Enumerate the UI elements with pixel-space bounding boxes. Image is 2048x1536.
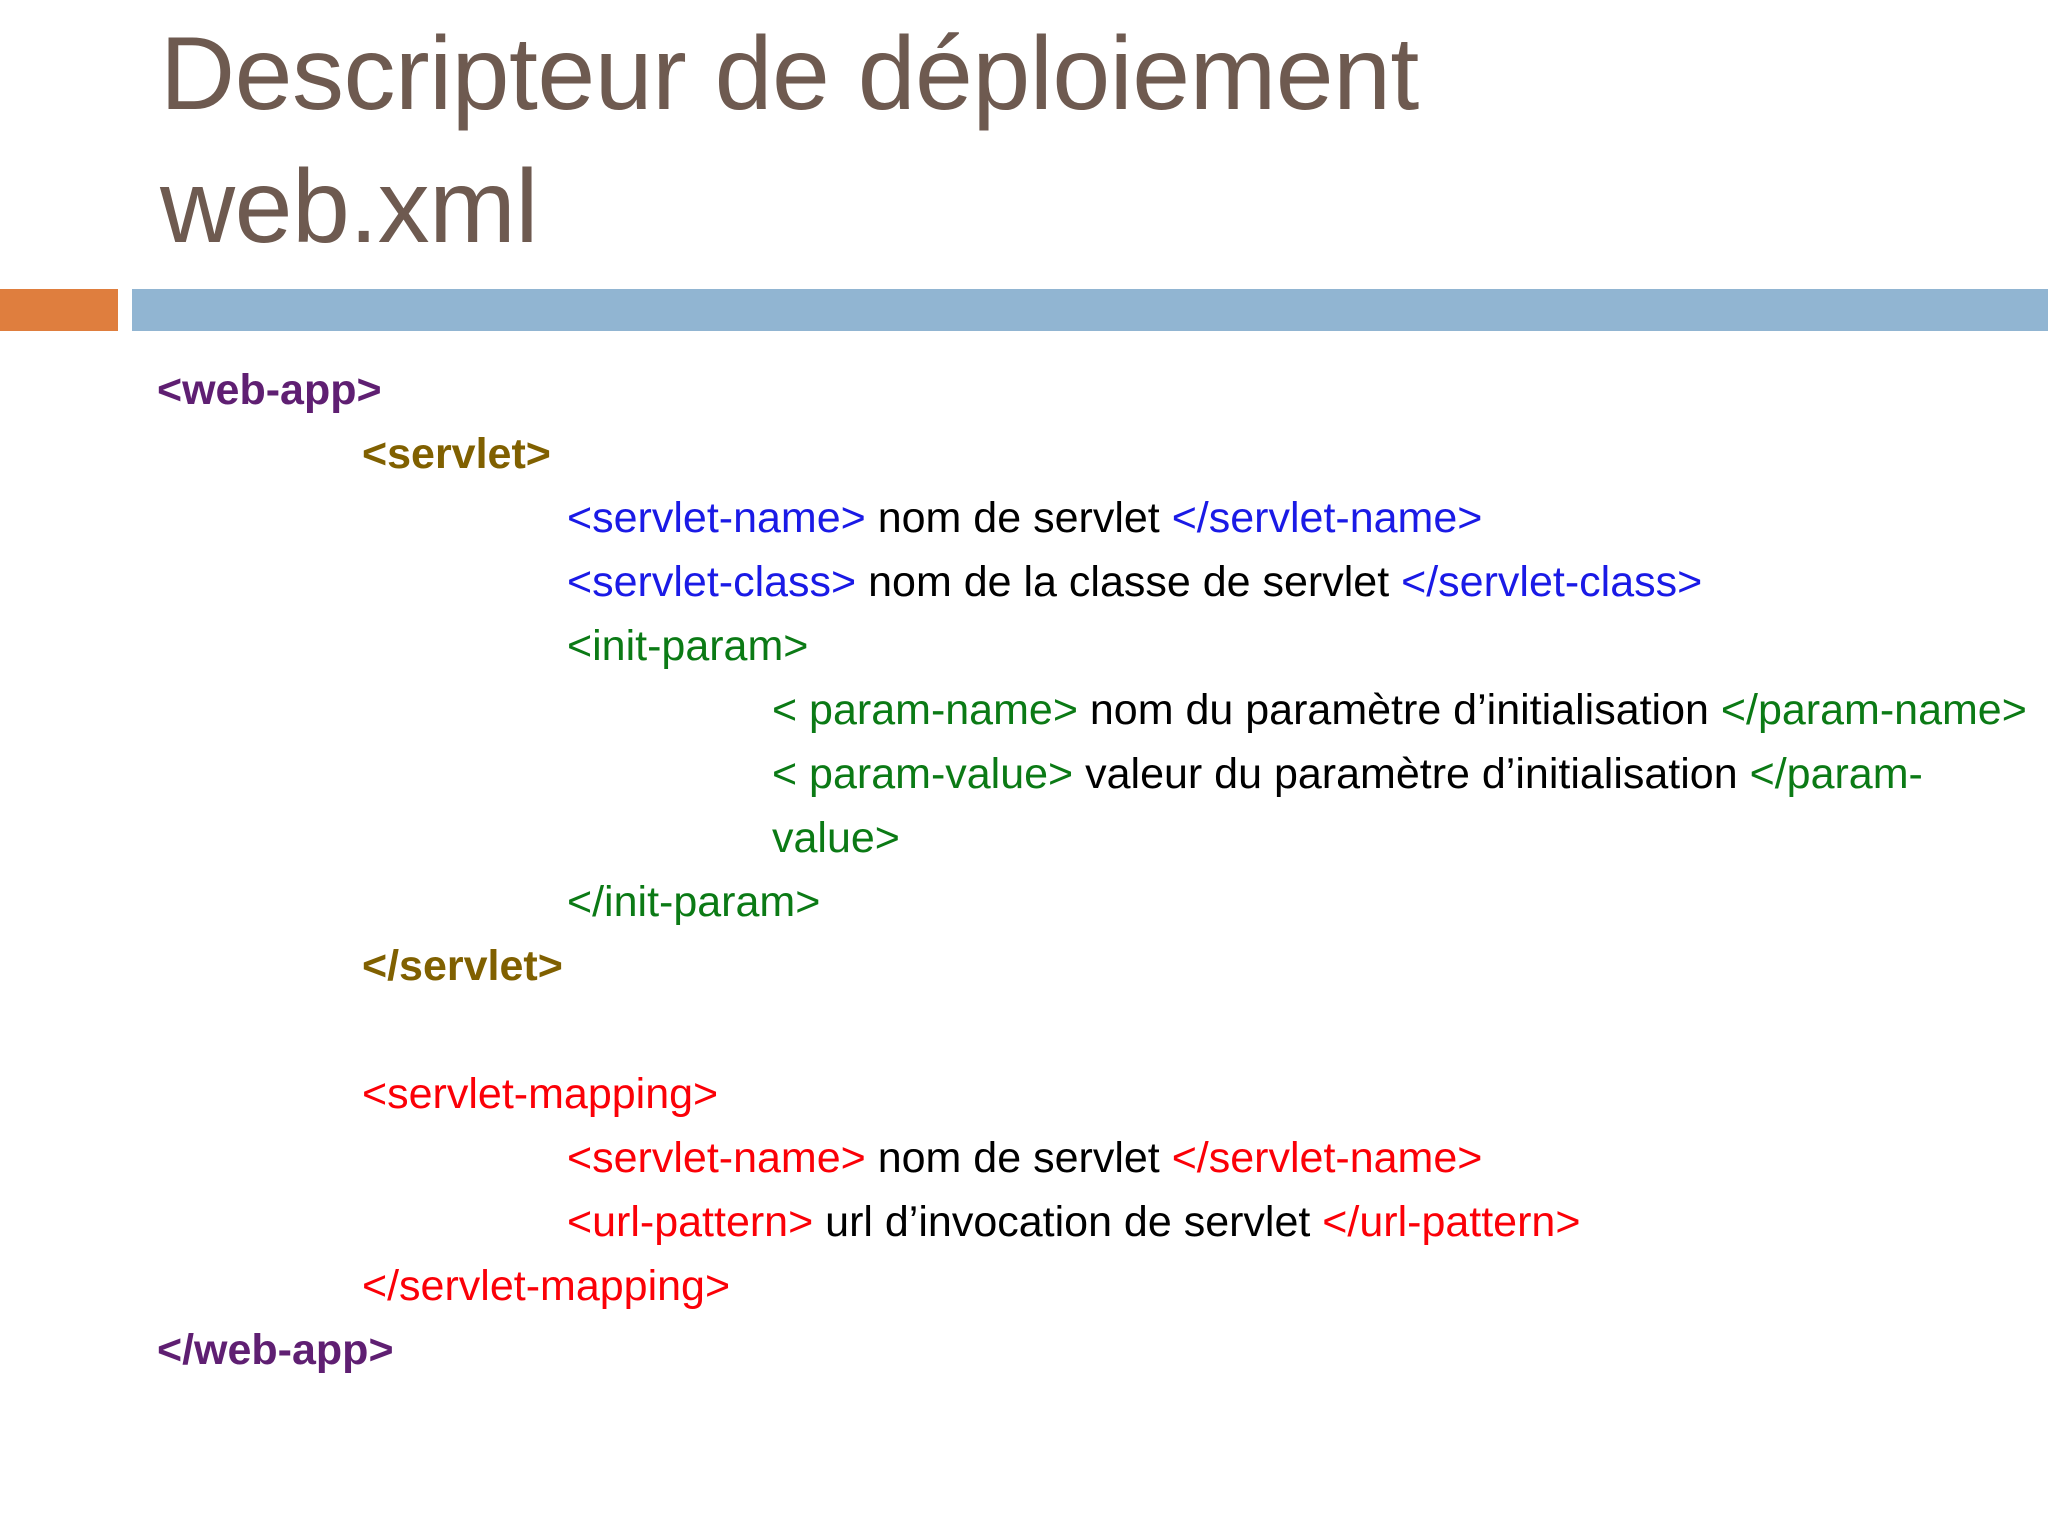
title-divider-band — [0, 289, 2048, 331]
accent-bar — [0, 289, 118, 331]
code-token-plain: nom de servlet — [865, 1134, 1172, 1182]
code-token-green: <init-param> — [567, 622, 809, 670]
code-token-red: </servlet-mapping> — [362, 1262, 731, 1310]
code-listing: <web-app> <servlet> <servlet-name> nom de … — [0, 358, 2048, 1382]
code-token-green: </param-name> — [1720, 686, 2027, 734]
code-line: <servlet-mapping> — [0, 1062, 2048, 1126]
code-token-plain: nom de la classe de servlet — [856, 558, 1402, 606]
code-line: </servlet-mapping> — [0, 1254, 2048, 1318]
code-token-green: </param-value> — [772, 750, 1923, 862]
code-token-red: <url-pattern> — [567, 1198, 814, 1246]
code-line: < param-value> valeur du paramètre d’ini… — [0, 742, 2048, 870]
code-token-servlet: <servlet> — [362, 430, 551, 478]
code-spacer — [0, 998, 2048, 1062]
code-token-webapp: <web-app> — [157, 366, 382, 414]
code-token-webapp: </web-app> — [157, 1326, 394, 1374]
page-title: Descripteur de déploiement web.xml — [160, 16, 1419, 266]
code-token-green: < param-value> — [772, 750, 1074, 798]
code-token-green: </init-param> — [567, 878, 821, 926]
code-token-plain: nom de servlet — [865, 494, 1172, 542]
code-line: </servlet> — [0, 934, 2048, 998]
code-token-blue: </servlet-name> — [1171, 494, 1483, 542]
code-line: <servlet> — [0, 422, 2048, 486]
code-token-red: <servlet-mapping> — [362, 1070, 719, 1118]
code-line: <servlet-class> nom de la classe de serv… — [0, 550, 2048, 614]
code-line: <web-app> — [0, 358, 2048, 422]
code-line: <url-pattern> url d’invocation de servle… — [0, 1190, 2048, 1254]
code-token-blue: <servlet-name> — [567, 494, 866, 542]
code-token-plain: url d’invocation de servlet — [813, 1198, 1323, 1246]
code-token-plain: nom du paramètre d’initialisation — [1077, 686, 1721, 734]
title-block: Descripteur de déploiement web.xml — [160, 8, 1920, 274]
code-line: <servlet-name> nom de servlet </servlet-… — [0, 486, 2048, 550]
code-line: < param-name> nom du paramètre d’initial… — [0, 678, 2048, 742]
code-line: <init-param> — [0, 614, 2048, 678]
code-token-plain: valeur du paramètre d’initialisation — [1073, 750, 1750, 798]
code-token-red: <servlet-name> — [567, 1134, 866, 1182]
divider-bar — [132, 289, 2048, 331]
code-token-green: < param-name> — [772, 686, 1078, 734]
code-token-blue: <servlet-class> — [567, 558, 857, 606]
code-line: </web-app> — [0, 1318, 2048, 1382]
code-line: <servlet-name> nom de servlet </servlet-… — [0, 1126, 2048, 1190]
code-line: </init-param> — [0, 870, 2048, 934]
code-token-servlet: </servlet> — [362, 942, 563, 990]
code-token-blue: </servlet-class> — [1401, 558, 1703, 606]
code-token-red: </url-pattern> — [1322, 1198, 1581, 1246]
code-token-red: </servlet-name> — [1171, 1134, 1483, 1182]
